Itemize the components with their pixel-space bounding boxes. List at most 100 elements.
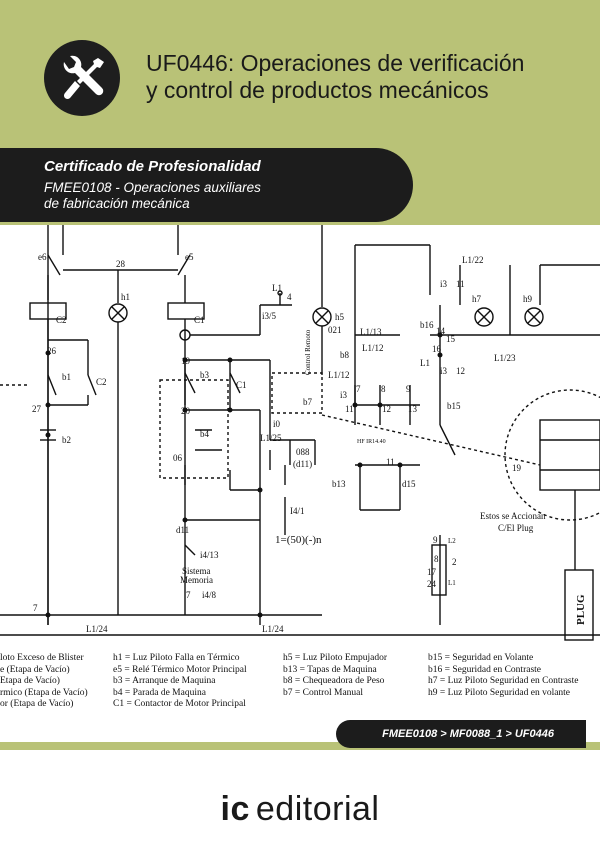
label-L1-12-a: L1/12 [362,343,384,353]
label-C1-contact: C1 [236,380,247,390]
label-estos-se-accionan: Estos se Accionan [480,511,546,521]
logo-editorial: editorial [255,790,380,828]
label-11-b: 11 [386,457,395,467]
label-i4-13: i4/13 [200,550,219,560]
cover-header: UF0446: Operaciones de verificación y co… [0,0,600,225]
label-hf: HF IR14.40 [357,439,386,445]
label-C1: C1 [194,315,205,325]
course-title-line-2: y control de productos mecánicos [146,77,489,103]
label-17: 17 [427,567,437,577]
label-24: 24 [427,579,437,589]
label-d15: d15 [402,479,416,489]
legend-item: b16 = Seguridad en Contraste [428,664,542,675]
label-d11-lower: d11 [176,525,189,535]
legend-item: or (Etapa de Vacío) [0,699,74,710]
label-b7: b7 [303,397,313,407]
course-title: UF0446: Operaciones de verificación y co… [146,50,586,104]
label-9-b: 9 [433,535,438,545]
label-control-remoto: Control Remoto [304,329,312,375]
label-b4: b4 [200,429,210,439]
label-h7: h7 [472,294,482,304]
label-i3-left: i3 [340,390,348,400]
label-19-zoom: 19 [512,463,522,473]
certificate-label: Certificado de Profesionalidad [44,158,261,175]
legend-item: loto Exceso de Blister [0,653,84,663]
label-L2: L2 [448,537,456,545]
wrench-screwdriver-icon [63,55,104,100]
label-7-mid: 7 [186,590,191,600]
label-7-b8: 7 [356,384,361,394]
label-L1-23: L1/23 [494,353,516,363]
label-2: 2 [452,557,457,567]
legend-column-3: h5 = Luz Piloto Empujador b13 = Tapas de… [283,653,387,699]
legend-column-4: b15 = Seguridad en Volante b16 = Segurid… [428,653,578,699]
legend-item: b4 = Parada de Maquina [113,687,206,698]
legend-column-1: loto Exceso de Blister e (Etapa de Vacío… [0,653,88,711]
label-9: 9 [406,384,411,394]
label-11-c: 11 [456,279,465,289]
legend-item: b8 = Chequeadora de Peso [283,676,385,687]
label-L1-right: L1 [420,358,430,368]
legend-item: b3 = Arranque de Maquina [113,676,216,687]
certificate-banner: Certificado de Profesionalidad FMEE0108 … [0,148,413,222]
label-plug: PLUG [575,594,587,625]
label-8-b: 8 [434,554,439,564]
label-b15: b15 [447,401,461,411]
course-title-line-1: UF0446: Operaciones de verificación [146,50,525,76]
label-b3: b3 [200,370,210,380]
course-code-path: FMEE0108 > MF0088_1 > UF0446 [336,720,586,748]
label-h5: h5 [335,312,345,322]
label-i3-5: i3/5 [262,311,277,321]
label-e6: e6 [38,252,47,262]
label-L1-22: L1/22 [462,255,484,265]
electrical-schematic-image: e6 e5 28 h1 L1 4 h5 021 C2 C1 i3/5 26 b1… [0,225,600,742]
label-06: 06 [173,453,183,463]
label-088: 088 [296,447,310,457]
legend-item: b13 = Tapas de Maquina [283,664,377,675]
label-b2: b2 [62,435,71,445]
cover-footer [0,750,600,867]
legend-item: rmico (Etapa de Vacío) [0,687,88,698]
legend-item: e (Etapa de Vacío) [0,664,70,675]
label-15: 15 [446,334,456,344]
label-h9: h9 [523,294,533,304]
schematic-drawing: e6 e5 28 h1 L1 4 h5 021 C2 C1 i3/5 26 b1… [0,225,600,641]
label-8: 8 [381,384,386,394]
label-e5: e5 [185,252,194,262]
legend-item: C1 = Contactor de Motor Principal [113,699,246,710]
label-13: 13 [408,404,418,414]
legend-column-2: h1 = Luz Piloto Falla en Térmico e5 = Re… [113,653,247,711]
tools-icon-badge [44,40,120,116]
label-27: 27 [32,404,42,414]
label-L1-25: L1/25 [260,433,282,443]
certificate-name-line-2: de fabricación mecánica [44,196,190,211]
label-14: 14 [436,326,446,336]
legend-item: h7 = Luz Piloto Seguridad en Contraste [428,676,579,687]
legend-item: b15 = Seguridad en Volante [428,653,534,663]
label-26: 26 [47,346,57,356]
label-b13: b13 [332,479,346,489]
label-i4-8: i4/8 [202,590,217,600]
certificate-name-line-1: FMEE0108 - Operaciones auxiliares [44,180,261,195]
legend-item: h1 = Luz Piloto Falla en Térmico [113,653,240,663]
label-L1-top: L1 [272,283,282,293]
legend-item: e5 = Relé Térmico Motor Principal [113,664,247,675]
label-4: 4 [287,292,292,302]
legend-item: Etapa de Vacío) [0,676,60,687]
label-7-left: 7 [33,603,38,613]
legend-item: b7 = Control Manual [283,687,364,698]
label-021: 021 [328,325,342,335]
label-28: 28 [116,259,126,269]
label-d11: (d11) [293,459,312,469]
label-12-b: 12 [456,366,465,376]
label-11: 11 [345,404,354,414]
label-b16: b16 [420,320,434,330]
label-L1-12-b: L1/12 [328,370,350,380]
label-I4-1: I4/1 [290,506,305,516]
legend-item: h9 = Luz Piloto Seguridad en volante [428,687,571,698]
label-50n: 1=(50)(-)n [275,534,322,546]
label-12: 12 [382,404,391,414]
label-C2: C2 [56,315,67,325]
label-20: 20 [181,406,191,416]
